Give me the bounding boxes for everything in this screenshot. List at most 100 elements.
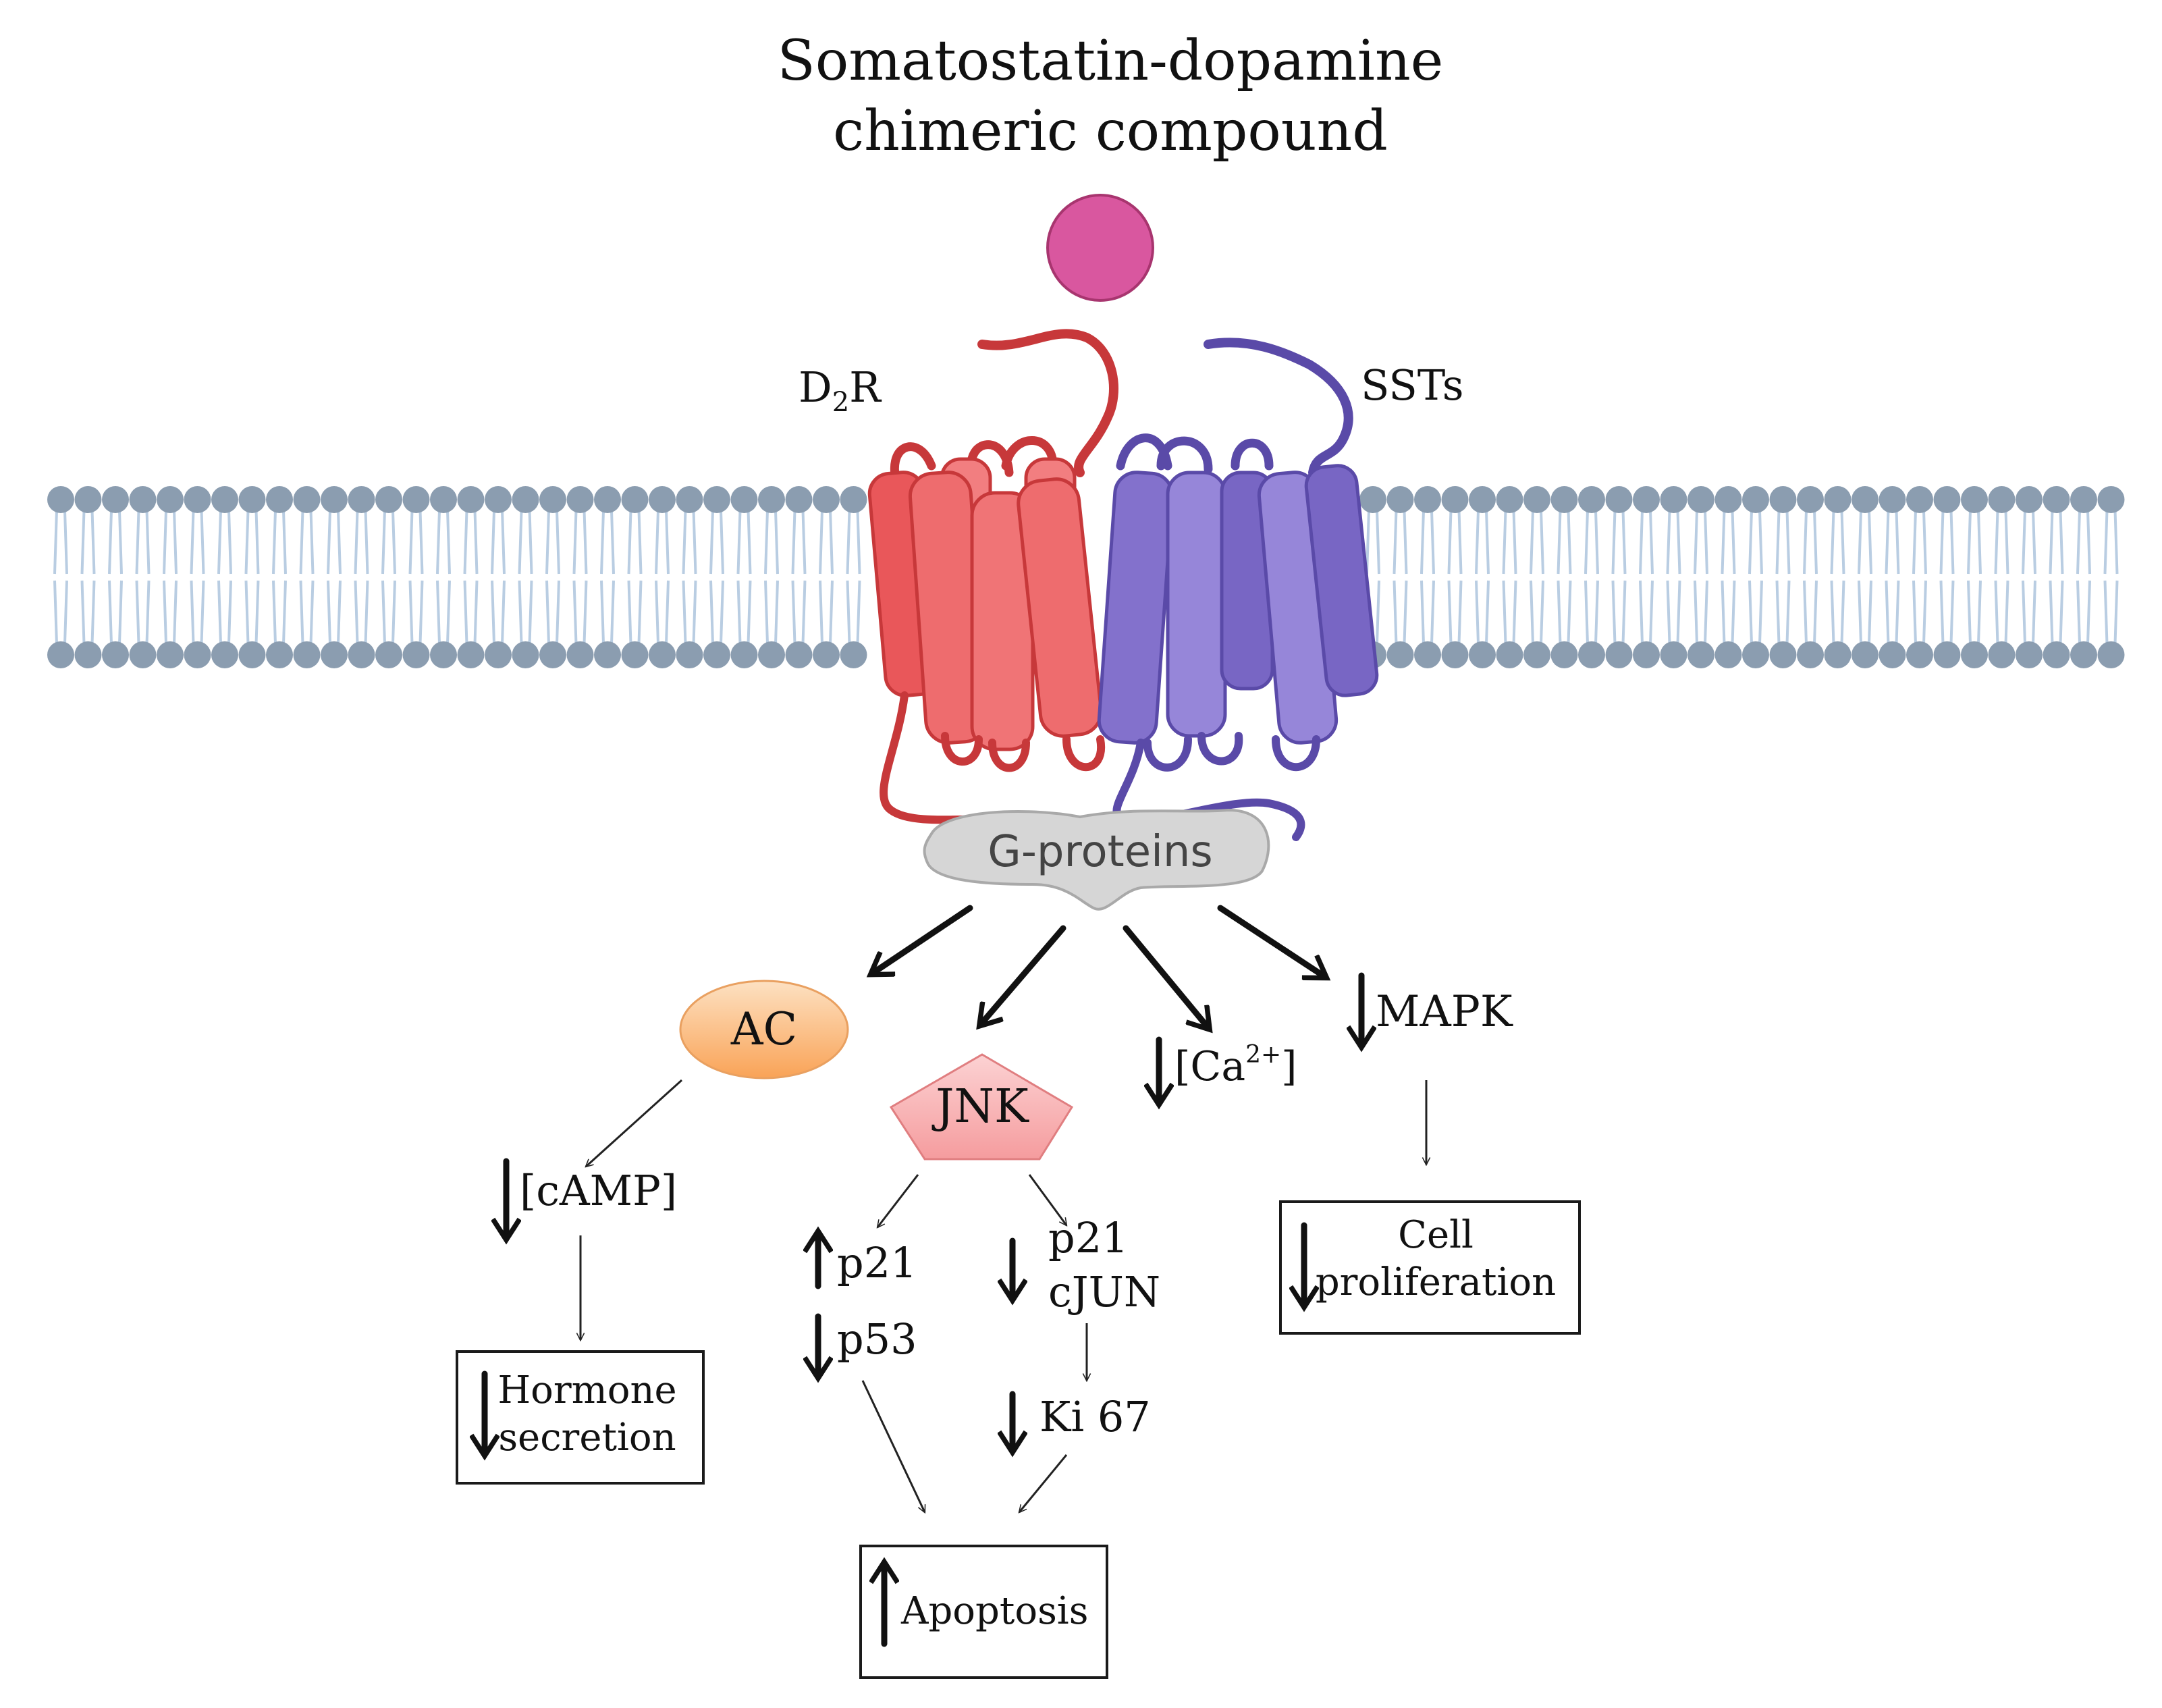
lipid-tail xyxy=(2049,510,2064,575)
lipid-tail xyxy=(408,510,424,575)
lipid-head xyxy=(1824,641,1852,668)
lipid-head xyxy=(730,641,758,668)
lipid-tail xyxy=(1639,580,1654,645)
lipid-tail xyxy=(1694,580,1708,645)
lipid-head xyxy=(1660,486,1687,513)
lipid-head xyxy=(1824,486,1852,513)
lipid-head xyxy=(703,641,730,668)
p21-up-label: p21 xyxy=(837,1238,917,1287)
lipid-head xyxy=(293,486,321,513)
lipid-tail xyxy=(1912,580,1927,645)
hormone-line-2: secretion xyxy=(498,1416,676,1460)
lipid-tail xyxy=(819,510,834,575)
lipid-tail xyxy=(682,510,697,575)
ac-label: AC xyxy=(730,1003,797,1055)
lipid-tail xyxy=(217,510,232,575)
mapk-label: MAPK xyxy=(1376,987,1513,1037)
apoptosis-box xyxy=(859,1545,1108,1679)
cell-membrane xyxy=(47,486,2125,668)
lipid-head xyxy=(1742,641,1769,668)
lipid-head xyxy=(621,486,649,513)
lipid-tail xyxy=(1475,580,1490,645)
lipid-tail xyxy=(272,580,287,645)
arrow-jnk-to-p21-down xyxy=(1028,1174,1066,1225)
lipid-head xyxy=(321,641,348,668)
lipid-tail xyxy=(1639,510,1654,575)
lipid-head xyxy=(1441,641,1469,668)
lipid-head xyxy=(2043,641,2070,668)
cell-proliferation-box xyxy=(1279,1200,1581,1335)
lipid-head xyxy=(74,486,102,513)
lipid-tail xyxy=(1584,580,1599,645)
lipid-head xyxy=(840,486,867,513)
lipid-tail xyxy=(327,510,342,575)
lipid-head xyxy=(2070,641,2097,668)
lipid-tail xyxy=(190,580,205,645)
arrow-jnk-to-p21-up xyxy=(877,1174,919,1227)
lipid-tail xyxy=(1721,580,1736,645)
lipid-head xyxy=(375,486,402,513)
lipid-head xyxy=(238,486,266,513)
camp-label: [cAMP] xyxy=(520,1166,677,1215)
lipid-tail xyxy=(1557,510,1572,575)
lipid-head xyxy=(1550,486,1578,513)
lipid-tail xyxy=(354,580,369,645)
lipid-tail xyxy=(2049,580,2064,645)
lipid-head xyxy=(566,641,594,668)
lipid-tail xyxy=(135,580,151,645)
lipid-tail xyxy=(791,580,807,645)
lipid-tail xyxy=(600,580,615,645)
lipid-tail xyxy=(1748,510,1763,575)
lipid-tail xyxy=(2076,580,2091,645)
lipid-tail xyxy=(1366,510,1380,575)
lipid-tail xyxy=(736,580,752,645)
p21-down-label: p21 xyxy=(1048,1213,1129,1262)
lipid-tail xyxy=(1530,510,1544,575)
arrow-ac-to-camp xyxy=(586,1079,683,1167)
lipid-head xyxy=(211,486,238,513)
lipid-head xyxy=(1879,641,1906,668)
lipid-tail xyxy=(436,510,451,575)
apoptosis-label: Apoptosis xyxy=(900,1589,1088,1633)
lipid-tail xyxy=(80,580,96,645)
lipid-tail xyxy=(819,580,834,645)
lipid-head xyxy=(1988,641,2016,668)
lipid-tail xyxy=(1502,510,1517,575)
lipid-tail xyxy=(463,510,479,575)
d2r-receptor xyxy=(867,329,1118,855)
lipid-tail xyxy=(1748,580,1763,645)
title-line-1: Somatostatin-dopamine xyxy=(778,29,1444,93)
lipid-head xyxy=(1769,486,1797,513)
lipid-tail xyxy=(299,510,315,575)
lipid-tail xyxy=(163,580,178,645)
lipid-head xyxy=(1523,641,1550,668)
lipid-head xyxy=(266,641,293,668)
lipid-tail xyxy=(272,510,287,575)
lipid-tail xyxy=(846,580,861,645)
lipid-head xyxy=(785,641,813,668)
lipid-tail xyxy=(545,580,560,645)
p53-label: p53 xyxy=(837,1314,917,1364)
lipid-tail xyxy=(1967,580,1982,645)
lipid-head xyxy=(676,486,703,513)
lipid-head xyxy=(1933,486,1961,513)
lipid-head xyxy=(1414,641,1441,668)
lipid-tail xyxy=(1393,510,1408,575)
lipid-head xyxy=(1852,486,1879,513)
lipid-head xyxy=(758,486,785,513)
lipid-head xyxy=(348,641,375,668)
lipid-head xyxy=(1714,641,1742,668)
lipid-head xyxy=(457,486,485,513)
lipid-tail xyxy=(1721,510,1736,575)
lipid-head xyxy=(157,641,184,668)
lipid-head xyxy=(1469,641,1496,668)
lipid-head xyxy=(1359,486,1386,513)
lipid-head xyxy=(348,486,375,513)
lipid-head xyxy=(102,486,129,513)
lipid-tail xyxy=(217,580,232,645)
lipid-tail xyxy=(1393,580,1408,645)
lipid-head xyxy=(485,486,512,513)
lipid-tail xyxy=(408,580,424,645)
lipid-tail xyxy=(1775,580,1791,645)
lipid-tail xyxy=(163,510,178,575)
